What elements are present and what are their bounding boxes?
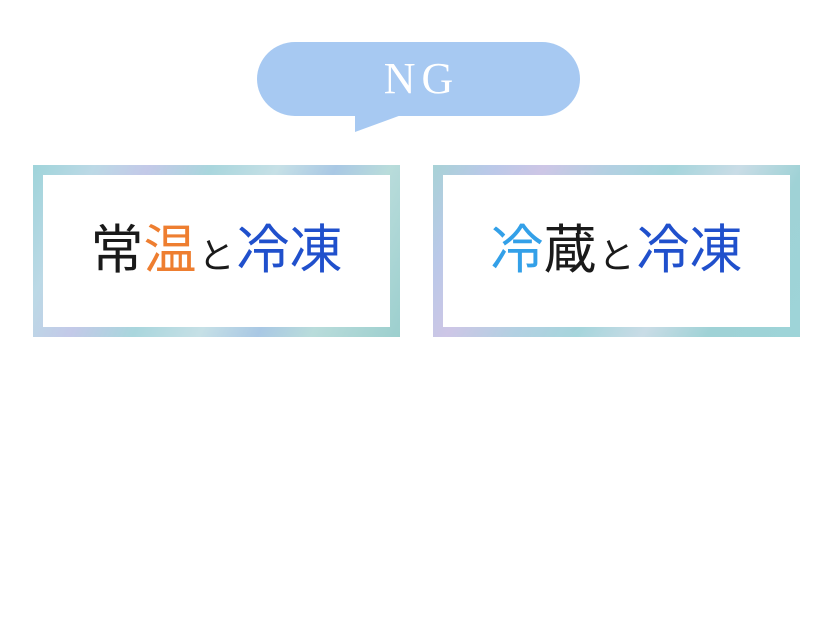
card-refrigerated-frozen-text: 冷蔵と冷凍 xyxy=(490,221,743,280)
card-room-temp-frozen-text: 常温と冷凍 xyxy=(90,221,343,280)
card-refrigerated-frozen: 冷蔵と冷凍 xyxy=(433,165,800,337)
ng-speech-bubble: NG xyxy=(257,42,580,132)
comparison-cards: 常温と冷凍 冷蔵と冷凍 xyxy=(0,165,836,340)
text-segment-3: 冷凍 xyxy=(636,221,743,280)
text-segment-0: 冷 xyxy=(490,221,544,280)
text-segment-3: 冷凍 xyxy=(236,221,343,280)
ng-label: NG xyxy=(383,54,460,103)
text-segment-0: 常 xyxy=(90,221,144,280)
text-segment-1: 蔵 xyxy=(543,221,597,280)
text-segment-2: と xyxy=(198,235,235,276)
card-inner: 冷蔵と冷凍 xyxy=(443,175,790,327)
text-segment-1: 温 xyxy=(143,221,197,280)
speech-bubble-body xyxy=(257,42,580,116)
card-inner: 常温と冷凍 xyxy=(43,175,390,327)
card-room-temp-frozen: 常温と冷凍 xyxy=(33,165,400,337)
speech-bubble-tail-icon xyxy=(355,110,415,132)
text-segment-2: と xyxy=(598,235,635,276)
